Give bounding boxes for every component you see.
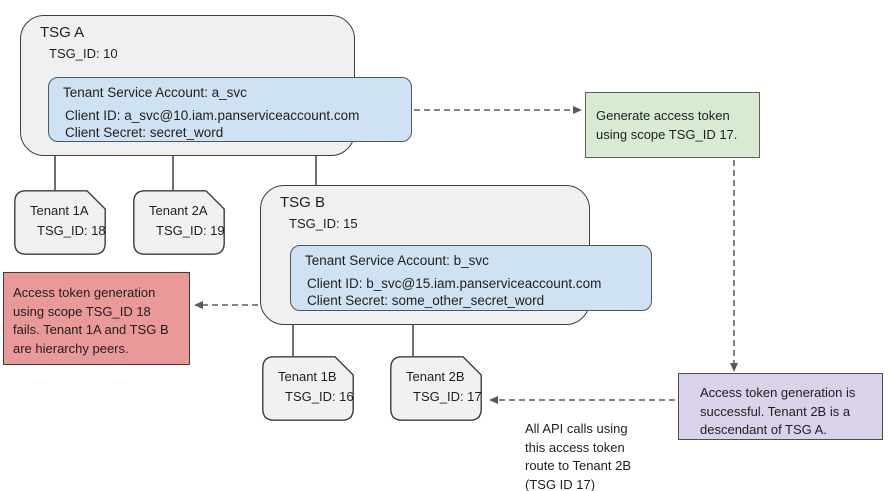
tenant-card-shape: [390, 356, 482, 421]
tenant-1b-id: TSG_ID: 16: [285, 389, 354, 404]
tenant-card-shape: [133, 190, 225, 255]
tenant-card-1b: Tenant 1B TSG_ID: 16: [262, 356, 354, 421]
tenant-1a-name: Tenant 1A: [30, 203, 89, 218]
tsg-b-title: TSG B: [280, 194, 326, 211]
tenant-1a-id: TSG_ID: 18: [37, 223, 106, 238]
arrowhead-right-icon: [573, 106, 582, 114]
tenant-2a-id: TSG_ID: 19: [156, 223, 225, 238]
note-generate-token: Generate access token using scope TSG_ID…: [585, 92, 760, 158]
note-token-success: Access token generation is successful. T…: [678, 373, 883, 440]
note-token-fail: Access token generation using scope TSG_…: [3, 272, 190, 365]
service-account-b-client-secret: Client Secret: some_other_secret_word: [307, 293, 545, 308]
arrowhead-left-icon: [194, 301, 203, 309]
tenant-1b-name: Tenant 1B: [278, 369, 337, 384]
tsg-a-title: TSG A: [40, 24, 85, 41]
service-account-a-card: Tenant Service Account: a_svc Client ID:…: [48, 77, 412, 142]
tsg-b-id: TSG_ID: 15: [289, 216, 358, 231]
service-account-b-card: Tenant Service Account: b_svc Client ID:…: [290, 245, 652, 311]
tenant-card-1a: Tenant 1A TSG_ID: 18: [14, 190, 106, 255]
tenant-2a-name: Tenant 2A: [149, 203, 208, 218]
tenant-card-2b: Tenant 2B TSG_ID: 17: [390, 356, 482, 421]
tenant-2b-id: TSG_ID: 17: [413, 389, 482, 404]
tenant-card-shape: [262, 356, 354, 421]
tsg-a-id: TSG_ID: 10: [49, 46, 118, 61]
tenant-card-shape: [14, 190, 106, 255]
arrowhead-left-icon: [489, 396, 498, 404]
tenant-card-2a: Tenant 2A TSG_ID: 19: [133, 190, 225, 255]
service-account-a-client-id: Client ID: a_svc@10.iam.panserviceaccoun…: [65, 108, 360, 123]
api-route-caption: All API calls using this access token ro…: [525, 421, 632, 491]
tenant-2b-name: Tenant 2B: [406, 369, 465, 384]
service-account-a-client-secret: Client Secret: secret_word: [65, 125, 224, 140]
service-account-b-title: Tenant Service Account: b_svc: [305, 253, 489, 268]
service-account-a-title: Tenant Service Account: a_svc: [63, 85, 247, 100]
service-account-b-client-id: Client ID: b_svc@15.iam.panserviceaccoun…: [307, 276, 602, 291]
arrowhead-down-icon: [730, 363, 738, 372]
